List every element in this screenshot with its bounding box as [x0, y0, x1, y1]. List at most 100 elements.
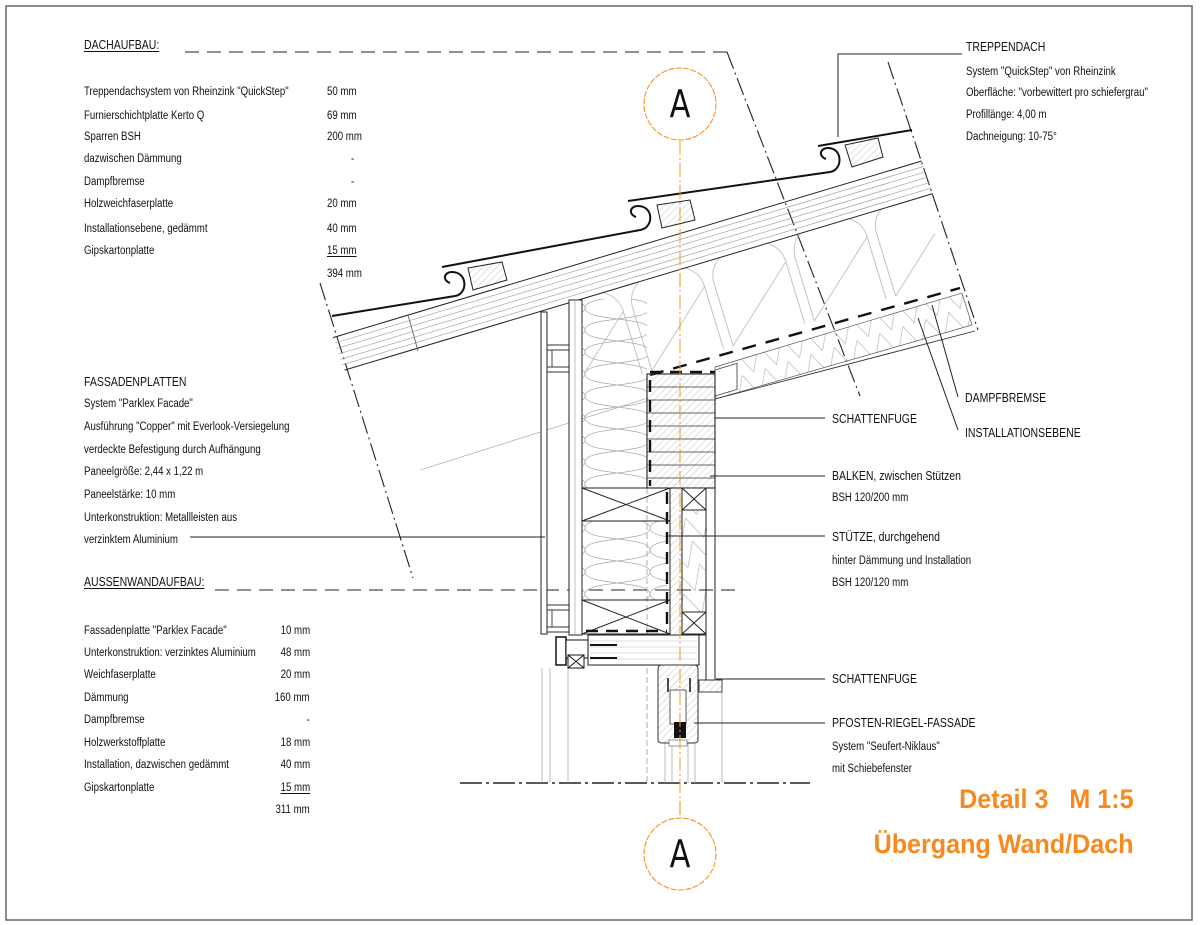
- kerto-layer-line: [344, 193, 933, 371]
- wall-insulation-upper: [582, 299, 647, 488]
- floor-slab: [587, 634, 700, 666]
- layer-thickness: 200 mm: [327, 131, 362, 143]
- roof-batten: [844, 137, 884, 168]
- layer-name: Installation, dazwischen gedämmt: [84, 759, 229, 771]
- section-marker-top-label: A: [669, 82, 691, 126]
- beam-bsh-120-200: [646, 370, 716, 489]
- leader-dampfbremse: [931, 304, 959, 398]
- leader-treppendach: [837, 53, 962, 137]
- detail-subtitle: Übergang Wand/Dach: [874, 829, 1134, 859]
- wall-insulation-lower: [582, 521, 667, 600]
- callout-pfosten-window: mit Schiebefenster: [832, 763, 913, 775]
- spec-line: Dachneigung: 10-75°: [966, 131, 1057, 143]
- layer-thickness: 48 mm: [280, 647, 310, 659]
- spec-line: Paneelgröße: 2,44 x 1,22 m: [84, 466, 204, 478]
- layer-name: Furnierschichtplatte Kerto Q: [84, 110, 205, 122]
- spec-line: Oberfläche: "vorbewittert pro schiefergr…: [966, 87, 1148, 99]
- layer-name: Treppendachsystem von Rheinzink "QuickSt…: [84, 86, 289, 98]
- layer-name: Dämmung: [84, 692, 129, 704]
- facade-fastener-clip: [555, 636, 617, 669]
- spec-line: Paneelstärke: 10 mm: [84, 489, 176, 501]
- roof-step-sheet: [441, 204, 652, 268]
- roof-insulation: [582, 197, 955, 383]
- layer-name: Holzwerkstoffplatte: [84, 737, 166, 749]
- cut-line-roof-right: [887, 61, 979, 331]
- dachaufbau-total: 394 mm: [327, 268, 362, 280]
- roof-step-sheet: [627, 146, 841, 202]
- layer-thickness: 40 mm: [327, 223, 357, 235]
- batten-cross: [581, 487, 671, 522]
- spec-line: System "QuickStep" von Rheinzink: [966, 66, 1116, 78]
- window-sightlines: [541, 668, 723, 783]
- treppendach-heading: TREPPENDACH: [966, 40, 1046, 54]
- batten-cross: [581, 599, 671, 635]
- layer-thickness: 15 mm: [280, 782, 310, 794]
- callout-dampfbremse: DAMPFBREMSE: [965, 391, 1047, 405]
- section-marker-bottom: [643, 817, 717, 891]
- layer-thickness: 15 mm: [327, 245, 357, 257]
- metal-profile: [547, 604, 569, 633]
- roof-step-sheet: [817, 129, 913, 147]
- layer-name: Holzweichfaserplatte: [84, 198, 174, 210]
- cut-line-roof-left: [319, 282, 414, 579]
- spec-line: System "Parklex Facade": [84, 398, 193, 410]
- callout-balken-size: BSH 120/200 mm: [832, 492, 909, 504]
- layer-thickness: 20 mm: [280, 669, 310, 681]
- slab-grain: [590, 640, 697, 660]
- callout-schattenfuge-top: SCHATTENFUGE: [832, 412, 917, 426]
- gypsum-board-roof: [714, 330, 976, 400]
- column-bsh-120-120: [669, 487, 716, 681]
- spec-line: Profillänge: 4,00 m: [966, 109, 1047, 121]
- section-marker-bottom-label: A: [669, 832, 691, 876]
- layer-thickness: -: [306, 714, 310, 726]
- kerto-layer-line: [332, 160, 922, 339]
- detail-title: Detail 3 M 1:5: [959, 784, 1134, 814]
- cut-line-roof-center: [726, 51, 861, 397]
- facade-panel: [540, 311, 548, 635]
- kerto-layer-line: [338, 177, 928, 355]
- dachaufbau-heading: DACHAUFBAU:: [84, 38, 160, 52]
- aussenwand-heading: AUSSENWANDAUFBAU:: [84, 575, 205, 589]
- layer-name: Sparren BSH: [84, 131, 141, 143]
- metal-profile: [547, 344, 569, 373]
- spec-line: Unterkonstruktion: Metallleisten aus: [84, 512, 238, 524]
- callout-stuetze-title: STÜTZE, durchgehend: [832, 530, 940, 544]
- layer-name: Installationsebene, gedämmt: [84, 223, 208, 235]
- layer-thickness: 10 mm: [280, 625, 310, 637]
- roof-batten: [656, 199, 696, 229]
- layer-thickness: 18 mm: [280, 737, 310, 749]
- stepped-roof-sheets: [331, 129, 913, 317]
- section-marker-top: [643, 67, 717, 141]
- callout-schattenfuge-bottom: SCHATTENFUGE: [832, 672, 917, 686]
- layer-thickness: 50 mm: [327, 86, 357, 98]
- kerto-joint: [407, 314, 419, 352]
- layer-name: Dampfbremse: [84, 714, 145, 726]
- callout-pfosten-title: PFOSTEN-RIEGEL-FASSADE: [832, 716, 976, 730]
- substructure-profiles: [547, 344, 569, 633]
- shadow-gap-trim: [698, 679, 723, 693]
- roof-step-sheet: [331, 270, 466, 317]
- layer-thickness: 69 mm: [327, 110, 357, 122]
- callout-pfosten-system: System "Seufert-Niklaus": [832, 741, 940, 753]
- wood-fibre-board: [568, 299, 583, 636]
- post-and-beam-facade: [657, 664, 699, 747]
- kerto-layer-line: [334, 166, 924, 344]
- spec-line: Ausführung "Copper" mit Everlook-Versieg…: [84, 421, 290, 433]
- callout-balken-title: BALKEN, zwischen Stützen: [832, 469, 961, 483]
- callout-stuetze-size: BSH 120/120 mm: [832, 577, 909, 589]
- layer-name: Dampfbremse: [84, 176, 145, 188]
- fassadenplatten-heading: FASSADENPLATTEN: [84, 375, 187, 389]
- kerto-layer-line: [340, 182, 930, 360]
- sheet-border: [5, 5, 1193, 921]
- layer-thickness: -: [351, 176, 355, 188]
- layer-name: Gipskartonplatte: [84, 782, 155, 794]
- vapour-barrier-roof: [649, 286, 961, 377]
- roof-kerto-layers: [332, 160, 933, 371]
- kerto-layer-line: [336, 171, 926, 349]
- roof-battens: [467, 137, 884, 291]
- layer-thickness: 40 mm: [280, 759, 310, 771]
- callout-installationsebene: INSTALLATIONSEBENE: [965, 426, 1081, 440]
- leader-installationsebene: [917, 317, 959, 431]
